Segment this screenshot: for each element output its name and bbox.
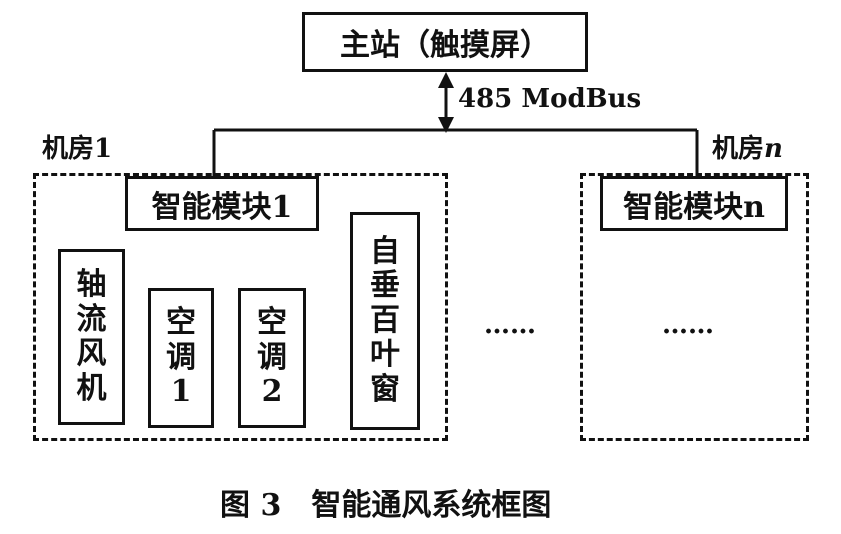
room1-frame	[33, 173, 448, 441]
module1-box: 智能模块1	[125, 176, 319, 231]
ellipsis-room-n: ……	[662, 310, 714, 340]
roomn-frame	[580, 173, 809, 441]
ellipsis-middle: ……	[484, 310, 536, 340]
bus-arrow-head-down	[438, 117, 454, 133]
device-louver: 自垂 百叶 窗	[350, 212, 420, 430]
roomn-label: 机房n	[712, 134, 783, 164]
master-station-label: 主站（触摸屏）	[340, 28, 550, 63]
device-ac-2: 空调 2	[238, 288, 306, 428]
device-ac-1: 空调 1	[148, 288, 214, 428]
room1-label: 机房1	[42, 134, 113, 164]
module1-label: 智能模块1	[151, 189, 293, 225]
bus-arrow-head-up	[438, 72, 454, 88]
modulen-label: 智能模块n	[623, 189, 765, 225]
master-station-box: 主站（触摸屏）	[302, 12, 588, 72]
bus-label: 485 ModBus	[458, 84, 642, 114]
modulen-box: 智能模块n	[600, 176, 788, 231]
figure-caption: 图 3 智能通风系统框图	[220, 488, 552, 523]
device-axial-fan: 轴流 风机	[58, 249, 125, 425]
